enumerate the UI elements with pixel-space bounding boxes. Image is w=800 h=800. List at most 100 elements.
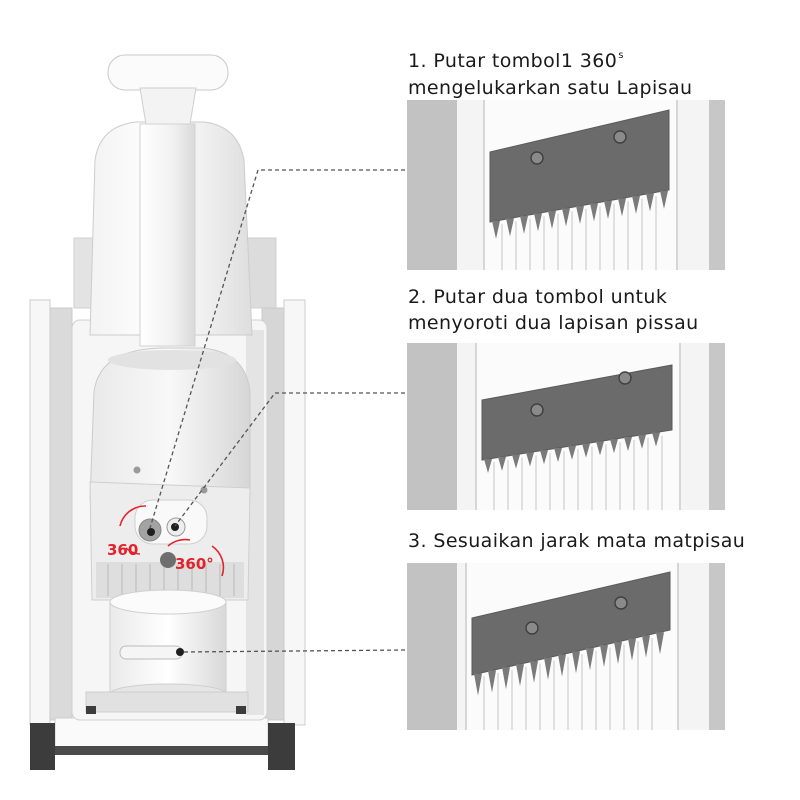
pusher-neck <box>139 87 197 125</box>
panel-3-blade-tooth <box>600 645 608 667</box>
panel-1-blade-tooth <box>660 190 668 209</box>
dial-2-center <box>171 523 179 531</box>
blade-closeup-1 <box>407 100 725 270</box>
dial-3 <box>160 552 176 568</box>
panel-2-left-rail <box>407 343 457 510</box>
adjustment-dials <box>134 499 208 568</box>
pusher-stem <box>139 123 196 347</box>
base-plate <box>54 717 269 749</box>
panel-3-left-rail <box>407 563 457 730</box>
panel-1-blade-tooth <box>604 200 612 219</box>
panel-3-blade-tooth <box>614 641 622 664</box>
housing-screw-left <box>133 466 141 474</box>
tray-foot-left <box>86 706 96 714</box>
callout-1-superscript: s <box>618 50 624 61</box>
panel-3-blade-tooth <box>502 667 510 690</box>
panel-2-blade-tooth <box>512 454 520 469</box>
panel-1-blade-tooth <box>520 215 528 234</box>
panel-2-blade-tooth <box>498 456 506 471</box>
rotation-arc-2 <box>125 547 141 555</box>
blade-closeup-3 <box>407 563 725 730</box>
right-leg <box>283 299 306 726</box>
food-guard <box>109 589 227 705</box>
panel-2-blade-tooth <box>610 439 618 454</box>
base <box>30 717 295 770</box>
base-bar <box>55 746 268 755</box>
panel-2-blade-tooth <box>554 448 562 462</box>
panel-1-bolt-2 <box>613 130 627 144</box>
callout-1: 1. Putar tombol1 360s mengelukarkan satu… <box>408 42 692 102</box>
panel-1-blade-tooth <box>492 220 500 239</box>
panel-1-blade-tooth <box>646 193 654 212</box>
panel-2-bolt-1 <box>530 403 544 417</box>
panel-2-blade-tooth <box>652 432 660 447</box>
slicing-window-slats <box>107 564 235 596</box>
panel-1-blade-tooth <box>618 198 626 217</box>
pusher-knob <box>107 54 229 91</box>
panel-3-blade-tooth <box>530 660 538 683</box>
rotation-arc-4 <box>167 538 191 547</box>
callout-1-line-1: 1. Putar tombol1 360s <box>408 42 692 75</box>
panel-2-right-rail <box>709 343 725 510</box>
panel-1-blade-tooth <box>590 203 598 222</box>
callout-1-line-2: mengelukarkan satu Lapisau <box>408 77 693 99</box>
panel-2-blade-tooth <box>568 445 576 460</box>
panel-3-blade-tooth <box>558 654 566 677</box>
blade-closeup-1-photo <box>407 100 725 270</box>
callout-2-line-1: 2. Putar dua tombol untuk <box>408 286 668 308</box>
panel-3-blade-tooth <box>628 638 636 661</box>
food-guard-top <box>109 589 227 615</box>
panel-1-left-rail <box>407 100 457 270</box>
panel-3-blade-tooth <box>586 648 594 671</box>
panel-1-blade-tooth <box>534 213 542 232</box>
lower-tray <box>85 691 249 713</box>
blade-closeup-2-photo <box>407 343 725 510</box>
food-guard-handle <box>119 645 183 660</box>
panel-3-bolt-1 <box>525 621 539 635</box>
panel-3-blade-tooth <box>516 664 524 687</box>
leader-line-1 <box>149 169 405 529</box>
panel-3-blade-tooth <box>488 670 496 693</box>
panel-2-blade-tooth <box>624 436 632 451</box>
panel-3-blade-tooth <box>474 673 482 696</box>
rotation-arc-1 <box>119 505 147 527</box>
lower-chute <box>89 347 251 501</box>
panel-3-blade-tooth <box>572 651 580 674</box>
left-leg <box>29 299 51 726</box>
chute-opening <box>108 350 236 370</box>
dial-label-left: 360 <box>107 541 138 559</box>
panel-3-blade-tooth <box>642 635 650 658</box>
rotation-arrows <box>119 505 225 577</box>
panel-3-right-rail <box>709 563 725 730</box>
leader-lines <box>149 169 406 653</box>
panel-1-blade-tooth <box>506 218 514 237</box>
tray-foot-right <box>236 706 246 714</box>
food-guard-pin <box>176 648 184 656</box>
leader-line-3 <box>181 649 406 653</box>
callout-2: 2. Putar dua tombol untuk menyoroti dua … <box>408 284 699 336</box>
panel-3-bolt-2 <box>614 596 628 610</box>
panel-1-right-rail <box>709 100 725 270</box>
callout-3-line-1: 3. Sesuaikan jarak mata matpisau <box>408 530 746 552</box>
dial-1-center <box>147 528 155 536</box>
panel-1-blade-tooth <box>632 195 640 214</box>
panel-2-blade-tooth <box>540 450 548 465</box>
panel-2-blade-tooth <box>582 443 590 458</box>
panel-2-blade-tooth <box>596 441 604 456</box>
panel-1-blade-tooth <box>548 210 556 229</box>
panel-2-bolt-2 <box>618 371 632 385</box>
left-foot <box>30 723 55 770</box>
left-leg-inner <box>49 307 73 721</box>
housing-screw-right <box>200 486 208 494</box>
right-foot <box>268 723 295 770</box>
panel-2-blade <box>481 364 673 461</box>
panel-1-bolt-1 <box>530 151 544 165</box>
callout-2-line-2: menyoroti dua lapisan pissau <box>408 312 699 334</box>
callout-1-line-1-text: 1. Putar tombol1 360 <box>408 50 618 72</box>
panel-3-blade-tooth <box>544 657 552 680</box>
pusher-plunger <box>107 54 229 347</box>
blade-closeup-3-photo <box>407 563 725 730</box>
callout-3: 3. Sesuaikan jarak mata matpisau <box>408 528 745 555</box>
